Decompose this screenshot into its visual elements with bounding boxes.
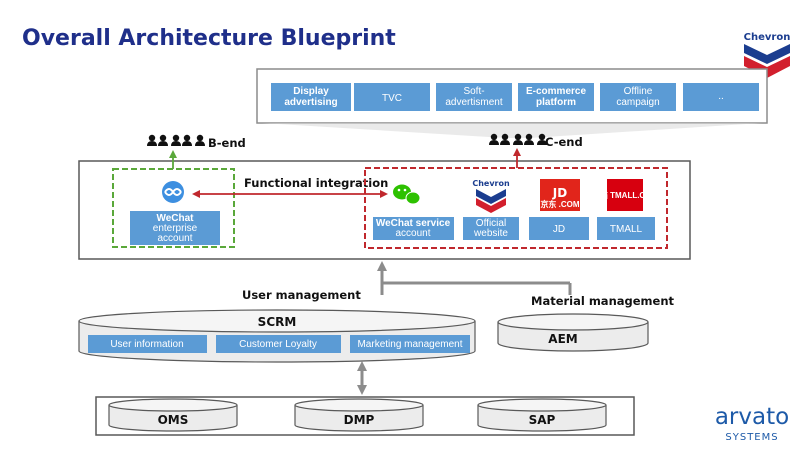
sap-cylinder bbox=[477, 398, 607, 432]
c-end-dashed-box bbox=[364, 167, 668, 249]
arvato-logo-sub: SYSTEMS bbox=[725, 432, 778, 443]
scrm-label: SCRM bbox=[258, 315, 297, 329]
scrm-module-label: User information bbox=[110, 339, 183, 350]
channel-soft-advertisment: Soft-advertisment bbox=[436, 83, 512, 111]
page-title: Overall Architecture Blueprint bbox=[22, 26, 396, 51]
chevron-logo-text: Chevron bbox=[744, 32, 791, 43]
channel-label: TVC bbox=[382, 93, 402, 104]
tmall-box bbox=[597, 217, 655, 240]
wechat-enterprise-icon bbox=[162, 181, 184, 203]
tmall-logo-text: 天猫 TMALL.COM bbox=[592, 190, 659, 200]
tmall-label: TMALL bbox=[610, 224, 643, 235]
scrm-module-marketing-management bbox=[350, 335, 470, 353]
aem-cylinder bbox=[497, 313, 649, 352]
chevron-small-logo: Chevron bbox=[472, 179, 510, 213]
scrm-module-customer-loyalty bbox=[216, 335, 341, 353]
jd-logo-sub: 京东 .COM bbox=[540, 199, 579, 209]
official-website-box bbox=[463, 217, 519, 240]
functional-integration-label: Functional integration bbox=[244, 176, 388, 190]
channel-label: .. bbox=[718, 91, 724, 102]
tmall-logo: 天猫 TMALL.COM bbox=[592, 179, 659, 211]
channels-funnel bbox=[262, 123, 762, 138]
jd-logo-text: JD bbox=[552, 186, 567, 200]
aem-label: AEM bbox=[548, 332, 577, 346]
dmp-label: DMP bbox=[344, 413, 375, 427]
oms-label: OMS bbox=[158, 413, 189, 427]
scrm-module-user-information bbox=[88, 335, 207, 353]
chevron-small-text: Chevron bbox=[472, 179, 510, 188]
b-end-label: B-end bbox=[208, 136, 246, 150]
c-end-label: C-end bbox=[545, 135, 583, 149]
oms-cylinder bbox=[108, 398, 238, 432]
jd-label: JD bbox=[553, 224, 565, 235]
arvato-logo-text: arvato bbox=[715, 404, 789, 430]
user-management-label: User management bbox=[242, 288, 361, 302]
jd-box bbox=[529, 217, 589, 240]
dmp-cylinder bbox=[294, 398, 424, 432]
scrm-module-label: Marketing management bbox=[357, 339, 462, 350]
wechat-icon bbox=[393, 184, 421, 205]
material-management-label: Material management bbox=[531, 294, 675, 308]
sap-label: SAP bbox=[529, 413, 556, 427]
channel-tvc: TVC bbox=[354, 83, 430, 111]
channel-more: .. bbox=[683, 83, 759, 111]
channel-label: Soft-advertisment bbox=[445, 86, 502, 108]
wechat-service-box bbox=[373, 217, 454, 240]
jd-logo: JD 京东 .COM bbox=[540, 179, 580, 211]
b-end-users-icon bbox=[147, 134, 205, 146]
arvato-logo: arvato SYSTEMS bbox=[715, 404, 789, 443]
scrm-module-label: Customer Loyalty bbox=[239, 339, 317, 350]
wechat-enterprise-box bbox=[130, 211, 220, 245]
